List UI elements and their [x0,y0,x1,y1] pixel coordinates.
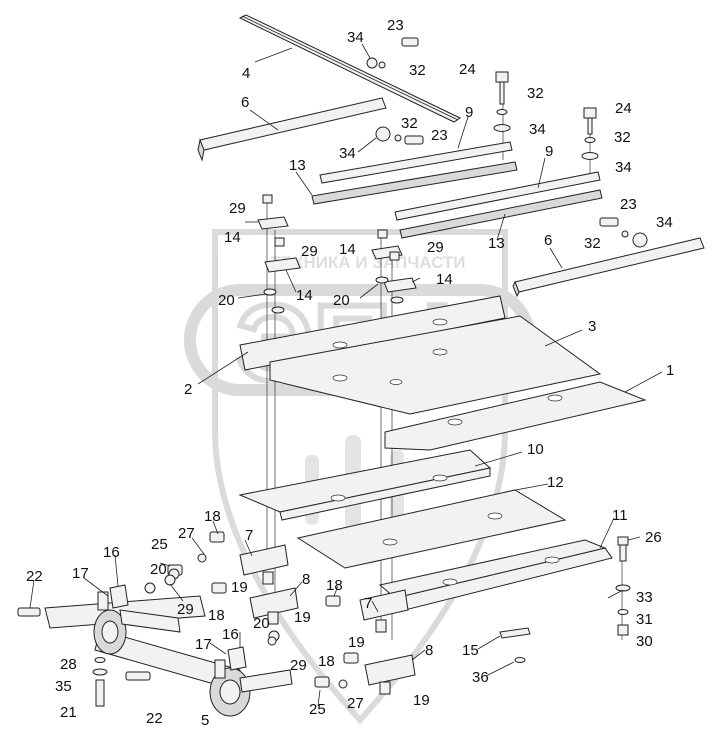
callout-14: 14 [224,229,241,246]
callout-16: 16 [103,544,120,561]
callout-29: 29 [229,200,246,217]
plates-and-nuts [257,194,417,314]
callout-7: 7 [245,527,253,544]
watermark-caption: ТЕХНИКА И ЗАПЧАСТИ [270,253,465,272]
callout-9: 9 [465,104,473,121]
callout-26: 26 [645,529,662,546]
callout-25: 25 [151,536,168,553]
watermark-shield [212,229,508,725]
strip-9-lower [394,171,601,221]
callout-12: 12 [547,474,564,491]
plate-10 [238,449,492,521]
callout-34: 34 [339,145,356,162]
callout-33: 33 [636,589,653,606]
callout-32: 32 [527,85,544,102]
callout-13: 13 [289,157,306,174]
strip-6-right [512,237,705,298]
callout-24: 24 [615,100,632,117]
callout-4: 4 [242,65,250,82]
plate-12 [296,489,567,569]
callout-27: 27 [347,695,364,712]
callout-1: 1 [666,362,674,379]
callout-29: 29 [301,243,318,260]
strip-9-upper [319,141,513,184]
callout-29: 29 [177,601,194,618]
callout-18: 18 [204,508,221,525]
leader-lines [29,43,663,707]
callout-21: 21 [60,704,77,721]
callout-32: 32 [409,62,426,79]
callout-14: 14 [296,287,313,304]
callout-9: 9 [545,143,553,160]
callout-19: 19 [294,609,311,626]
callout-17: 17 [195,636,212,653]
callout-18: 18 [326,577,343,594]
callout-14: 14 [339,241,356,258]
callout-6: 6 [241,94,249,111]
callout-22: 22 [26,568,43,585]
callout-6: 6 [544,232,552,249]
plate-1 [384,381,647,451]
callout-36: 36 [472,669,489,686]
callout-5: 5 [201,712,209,729]
callout-20: 20 [253,615,270,632]
callout-13: 13 [488,235,505,252]
callout-23: 23 [620,196,637,213]
strip-13-upper [311,161,518,205]
callout-34: 34 [615,159,632,176]
callout-20: 20 [218,292,235,309]
callout-16: 16 [222,626,239,643]
callout-30: 30 [636,633,653,650]
hardware-right [499,536,631,663]
callout-32: 32 [401,115,418,132]
callout-29: 29 [290,657,307,674]
callout-18: 18 [208,607,225,624]
callout-34: 34 [656,214,673,231]
callout-18: 18 [318,653,335,670]
callout-34: 34 [529,121,546,138]
callout-7: 7 [364,595,372,612]
brackets [167,531,416,695]
callout-19: 19 [413,692,430,709]
callout-10: 10 [527,441,544,458]
callout-25: 25 [309,701,326,718]
callout-31: 31 [636,611,653,628]
callout-35: 35 [55,678,72,695]
callout-27: 27 [178,525,195,542]
callout-labels: 4 34 23 32 24 32 6 9 32 23 34 34 24 32 3… [26,17,674,729]
callout-19: 19 [231,579,248,596]
callout-22: 22 [146,710,163,727]
callout-34: 34 [347,29,364,46]
callout-2: 2 [184,381,192,398]
callout-17: 17 [72,565,89,582]
callout-3: 3 [588,318,596,335]
shaft-assembly-5 [17,574,293,717]
callout-24: 24 [459,61,476,78]
callout-29: 29 [427,239,444,256]
callout-32: 32 [584,235,601,252]
callout-23: 23 [431,127,448,144]
callout-32: 32 [614,129,631,146]
callout-15: 15 [462,642,479,659]
callout-20: 20 [150,561,167,578]
callout-19: 19 [348,634,365,651]
callout-8: 8 [302,571,310,588]
strip-4 [238,14,462,123]
callout-11: 11 [612,507,628,524]
callout-28: 28 [60,656,77,673]
callout-8: 8 [425,642,433,659]
strip-6-left [197,97,387,162]
callout-20: 20 [333,292,350,309]
callout-14: 14 [436,271,453,288]
hardware-top [366,37,648,248]
plate-2 [269,315,602,415]
plate-3 [239,295,506,371]
callout-23: 23 [387,17,404,34]
strip-13-lower [399,189,603,239]
